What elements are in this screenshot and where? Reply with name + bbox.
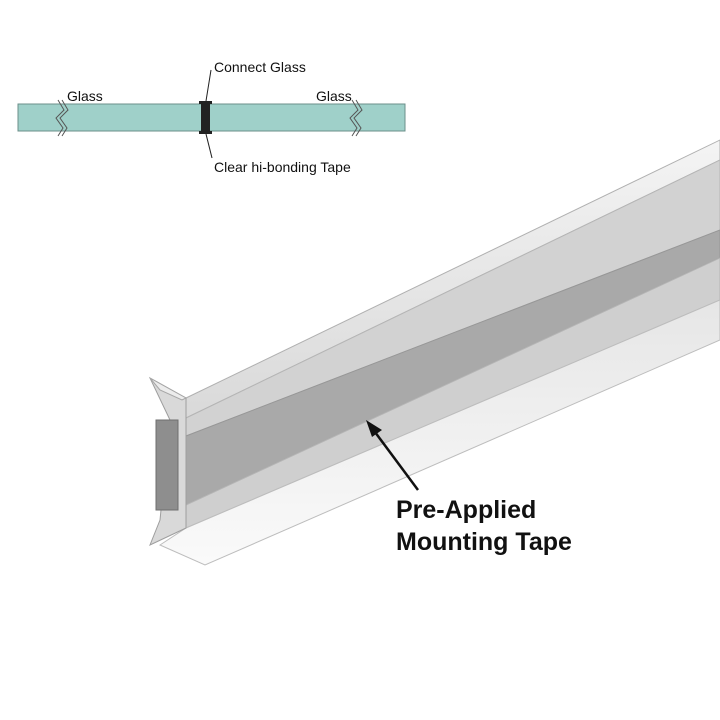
- left-break-mark: [55, 99, 65, 137]
- connect-leader-line: [205, 69, 212, 102]
- glass-left-label: Glass: [67, 88, 103, 104]
- left-break-mark-2: [59, 99, 69, 137]
- callout-arrow-line: [370, 427, 420, 491]
- callout-line-1: Pre-Applied: [396, 496, 537, 524]
- tape-label: Clear hi-bonding Tape: [214, 159, 351, 175]
- callout-line-2: Mounting Tape: [396, 528, 572, 556]
- right-break-mark: [349, 99, 359, 137]
- glass-right-label: Glass: [316, 88, 352, 104]
- left-glass-pane: [17, 103, 203, 132]
- profile-bottom-flange: [158, 299, 720, 566]
- tape-leader-line: [205, 133, 213, 159]
- connect-glass-label: Connect Glass: [214, 59, 306, 75]
- connector-profile: [201, 101, 210, 134]
- callout-arrow-head: [366, 420, 382, 437]
- end-tape-block: [155, 419, 179, 511]
- right-glass-pane: [208, 103, 406, 132]
- right-break-mark-2: [353, 99, 363, 137]
